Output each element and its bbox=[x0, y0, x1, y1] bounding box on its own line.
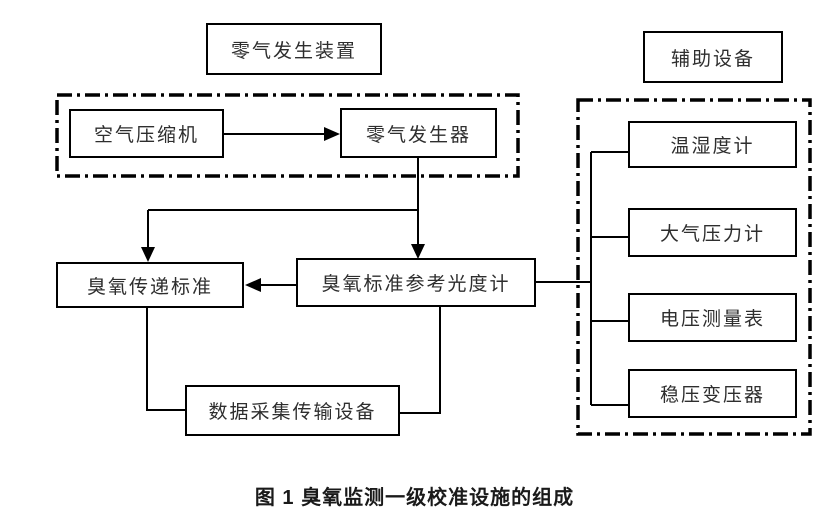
group-label-zero-air-device: 零气发生装置 bbox=[206, 23, 382, 75]
arrow-left-to-transfer-standard bbox=[245, 278, 261, 292]
node-thermo-hygrometer: 温湿度计 bbox=[628, 121, 797, 168]
figure-caption: 图 1 臭氧监测一级校准设施的组成 bbox=[254, 487, 575, 509]
node-ozone-standard-reference-photometer-text: 臭氧标准参考光度计 bbox=[321, 274, 511, 295]
node-air-compressor: 空气压缩机 bbox=[69, 109, 224, 158]
arrowheads bbox=[141, 127, 425, 292]
node-zero-air-generator-text: 零气发生器 bbox=[365, 124, 471, 146]
node-data-acquisition-transmission: 数据采集传输设备 bbox=[185, 385, 400, 436]
group-label-zero-air-device-text: 零气发生装置 bbox=[230, 40, 357, 62]
node-ozone-transfer-standard: 臭氧传递标准 bbox=[56, 262, 244, 308]
node-voltage-stabilizer-text: 稳压变压器 bbox=[659, 385, 765, 406]
node-ozone-transfer-standard-text: 臭氧传递标准 bbox=[86, 276, 213, 298]
node-thermo-hygrometer-text: 温湿度计 bbox=[670, 136, 755, 157]
node-air-compressor-text: 空气压缩机 bbox=[93, 125, 199, 146]
node-voltmeter-text: 电压测量表 bbox=[659, 309, 765, 330]
arrow-down-to-srp bbox=[411, 244, 425, 259]
node-ozone-standard-reference-photometer: 臭氧标准参考光度计 bbox=[296, 258, 536, 307]
node-zero-air-generator: 零气发生器 bbox=[340, 108, 497, 158]
connector-lines bbox=[146, 133, 628, 414]
node-data-acquisition-transmission-text: 数据采集传输设备 bbox=[208, 402, 377, 423]
zero-air-group-container bbox=[55, 93, 520, 178]
node-voltmeter: 电压测量表 bbox=[628, 293, 797, 342]
arrow-down-to-transfer-standard bbox=[141, 247, 155, 262]
arrow-right-to-generator bbox=[324, 127, 340, 141]
auxiliary-group-container bbox=[576, 98, 812, 436]
node-barometer: 大气压力计 bbox=[628, 208, 797, 257]
group-label-auxiliary-equipment-text: 辅助设备 bbox=[670, 48, 755, 70]
group-label-auxiliary-equipment: 辅助设备 bbox=[643, 31, 783, 83]
node-barometer-text: 大气压力计 bbox=[659, 224, 765, 245]
node-voltage-stabilizer: 稳压变压器 bbox=[628, 369, 797, 418]
